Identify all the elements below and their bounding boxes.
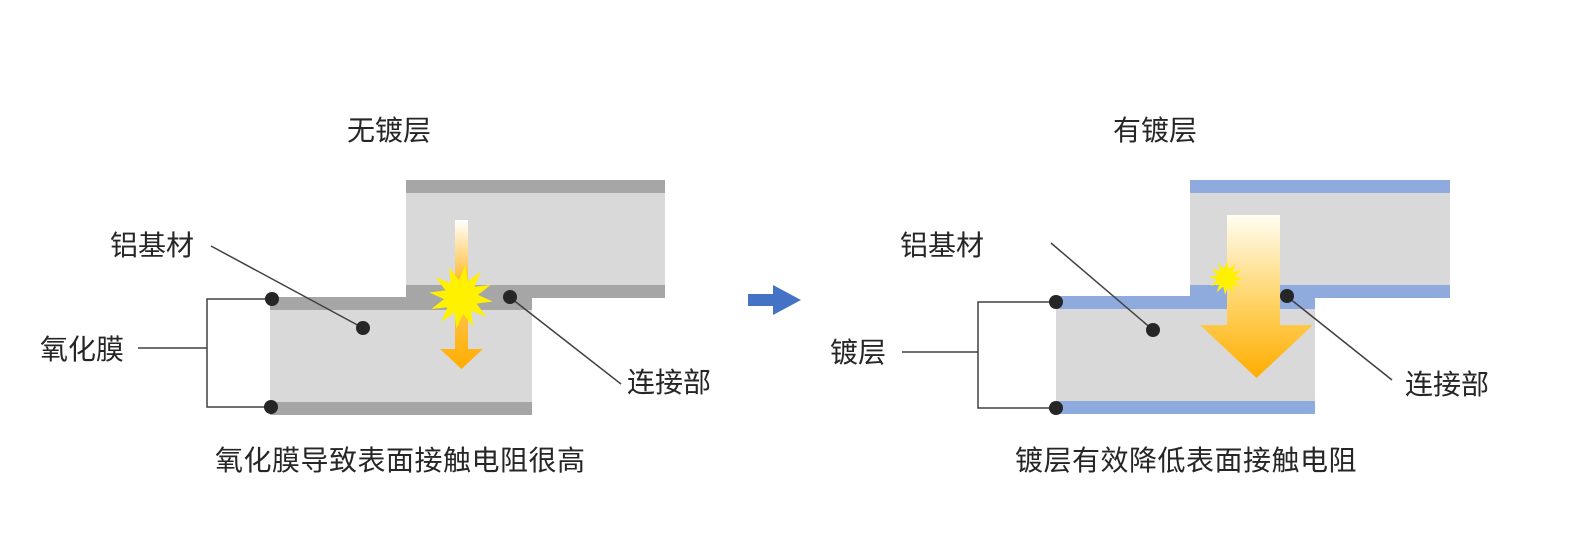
left-joint-label: 连接部 [627, 367, 712, 398]
left-coating-label: 氧化膜 [40, 334, 125, 365]
left-panel-caption: 氧化膜导致表面接触电阻很高 [215, 445, 586, 476]
left-joint-leader-line [511, 298, 622, 385]
left-substrate-label: 铝基材 [110, 230, 195, 261]
down-arrow-icon [440, 303, 483, 369]
right-arrow-icon [748, 285, 801, 315]
left-panel-title: 无镀层 [347, 115, 432, 146]
right-joint-leader-line [1288, 297, 1393, 381]
right-substrate-leader-line [1050, 242, 1154, 331]
right-marker-dots [1049, 289, 1294, 415]
left-oxide-bracket [138, 298, 272, 408]
right-substrate-label: 铝基材 [900, 230, 985, 261]
right-panel-caption: 镀层有效降低表面接触电阻 [1015, 445, 1358, 476]
spark-burst-icon [1209, 261, 1243, 295]
large-down-arrow-icon [1200, 215, 1313, 378]
left-marker-dots [264, 290, 517, 414]
right-panel-title: 有镀层 [1113, 115, 1198, 146]
right-coating-label: 镀层 [830, 337, 887, 368]
right-joint-label: 连接部 [1405, 369, 1490, 400]
right-plating-bracket [902, 301, 1056, 409]
spark-burst-icon [429, 265, 493, 329]
left-substrate-leader-line [210, 245, 364, 329]
